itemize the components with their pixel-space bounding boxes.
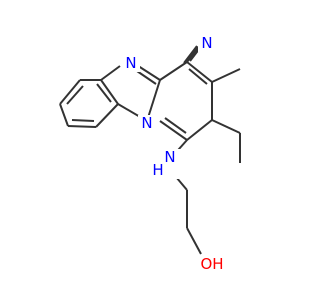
bond [186,44,201,63]
bond [71,119,95,122]
bond-layer [59,43,241,255]
bond [211,68,241,83]
bond [67,125,97,128]
atom-label-layer: N N N N H OH [122,34,228,273]
bond [159,61,188,81]
ring-nitrogen-label: N [141,114,152,132]
bond [211,119,241,134]
bond [186,119,213,141]
bond [96,83,112,103]
bond [100,65,121,81]
bond [95,103,119,128]
bond [164,117,187,134]
molecule-structure: N N N N H OH [59,34,241,273]
amine-nitrogen-label: N [164,148,175,166]
bond [188,68,208,85]
bond [146,79,161,122]
bond [100,79,119,105]
nitrile-nitrogen-label: N [201,34,212,52]
imine-nitrogen-label: N [125,54,136,72]
bond [59,79,81,105]
bond [186,61,213,83]
bond [66,85,84,105]
bond [186,227,202,255]
bond [159,120,188,141]
bond [59,103,69,127]
hydroxyl-label: OH [200,255,223,273]
amine-hydrogen-label: H [152,161,163,179]
bond [183,45,198,64]
